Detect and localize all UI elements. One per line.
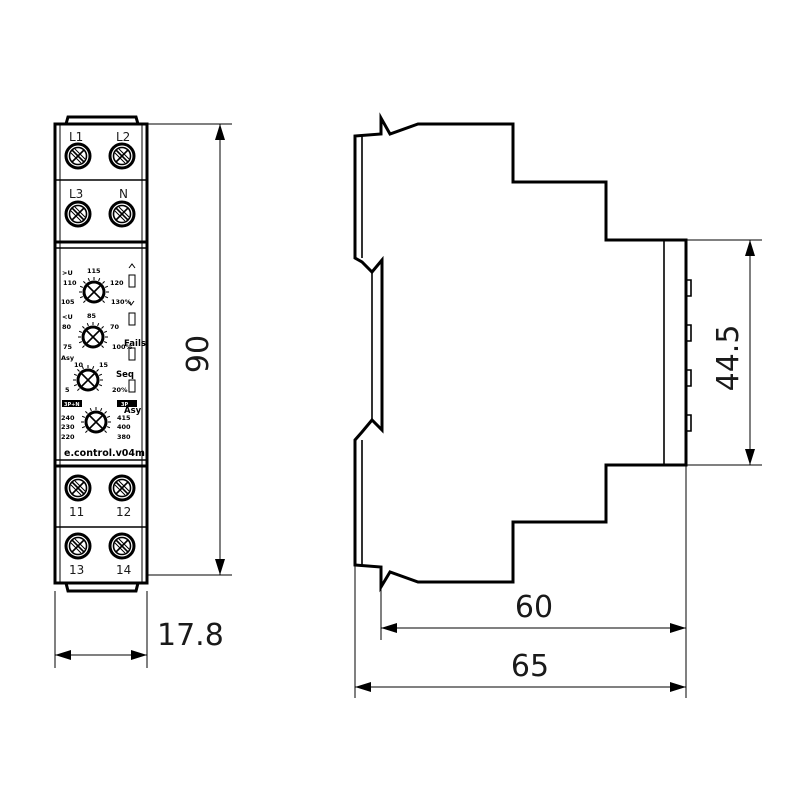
svg-text:3P: 3P <box>121 402 128 408</box>
terminal-screw <box>108 474 136 502</box>
terminal-screws <box>64 142 136 560</box>
terminal-label-n: N <box>119 187 128 201</box>
terminal-label-12: 12 <box>116 505 131 519</box>
svg-text:15: 15 <box>99 361 109 369</box>
side-profile <box>353 112 688 593</box>
svg-text:<U: <U <box>62 313 73 321</box>
dimension-height: 90 <box>147 123 232 576</box>
terminal-screw <box>64 532 92 560</box>
knob3-scale: Asy 10 15 5 20% <box>61 354 128 394</box>
svg-text:Asy: Asy <box>61 354 75 362</box>
terminal-label-l3: L3 <box>69 187 83 201</box>
label-asy: Asy <box>124 406 142 416</box>
dim-65: 65 <box>511 649 549 684</box>
label-fails: Fails <box>124 339 146 349</box>
led-indicators <box>127 263 136 393</box>
terminal-label-14: 14 <box>116 563 131 577</box>
svg-text:380: 380 <box>117 433 131 441</box>
dimension-width: 17.8 <box>54 591 224 668</box>
adjustment-knobs <box>73 277 111 434</box>
knob1-scale: >U 115 110 120 105 130% <box>61 267 132 306</box>
svg-text:75: 75 <box>63 343 73 351</box>
side-view <box>353 112 692 593</box>
dim-44-5: 44.5 <box>711 325 746 392</box>
terminal-screw <box>64 200 92 228</box>
terminal-screw <box>108 142 136 170</box>
svg-text:>U: >U <box>62 269 73 277</box>
front-view: L1 L2 L3 N 11 12 13 14 >U 115 110 120 10… <box>53 115 149 593</box>
terminal-label-l2: L2 <box>116 130 130 144</box>
svg-text:10: 10 <box>74 361 84 369</box>
side-ribs <box>686 279 692 432</box>
svg-text:105: 105 <box>61 298 75 306</box>
svg-text:100%: 100% <box>112 343 133 351</box>
adjust-knob-1[interactable] <box>79 277 109 304</box>
dim-90: 90 <box>181 335 216 373</box>
adjust-knob-2[interactable] <box>78 322 108 349</box>
svg-text:220: 220 <box>61 433 75 441</box>
svg-text:115: 115 <box>87 267 101 275</box>
dimension-front-height: 44.5 <box>686 239 762 466</box>
bottom-clip <box>64 582 140 593</box>
terminal-screw <box>108 200 136 228</box>
svg-text:20%: 20% <box>112 386 128 394</box>
knob4-scale: 3P+N 3P 240 230 220 415 400 380 <box>61 400 137 441</box>
dim-17-8: 17.8 <box>157 618 224 653</box>
front-housing <box>53 122 149 585</box>
adjust-knob-3[interactable] <box>73 365 103 392</box>
label-seq: Seq <box>116 370 134 380</box>
top-clip <box>64 115 140 125</box>
terminal-screw <box>108 532 136 560</box>
svg-text:70: 70 <box>110 323 120 331</box>
svg-text:415: 415 <box>117 414 131 422</box>
svg-text:85: 85 <box>87 312 97 320</box>
svg-text:80: 80 <box>62 323 72 331</box>
svg-text:130%: 130% <box>111 298 132 306</box>
knob2-scale: <U 85 80 70 75 100% <box>62 312 133 351</box>
svg-text:240: 240 <box>61 414 75 422</box>
svg-text:400: 400 <box>117 423 131 431</box>
dimension-depth-total: 65 <box>354 565 687 698</box>
terminal-label-11: 11 <box>69 505 84 519</box>
dimension-depth-body: 60 <box>380 465 687 640</box>
adjust-knob-4[interactable] <box>81 407 111 434</box>
svg-text:230: 230 <box>61 423 75 431</box>
svg-text:120: 120 <box>110 279 124 287</box>
svg-text:110: 110 <box>63 279 77 287</box>
terminal-screw <box>64 142 92 170</box>
svg-text:3P+N: 3P+N <box>64 402 80 408</box>
model-name: e.control.v04m <box>64 448 145 459</box>
terminal-label-13: 13 <box>69 563 84 577</box>
svg-text:5: 5 <box>65 386 70 394</box>
terminal-screw <box>64 474 92 502</box>
terminal-label-l1: L1 <box>69 130 83 144</box>
dim-60: 60 <box>515 590 553 625</box>
